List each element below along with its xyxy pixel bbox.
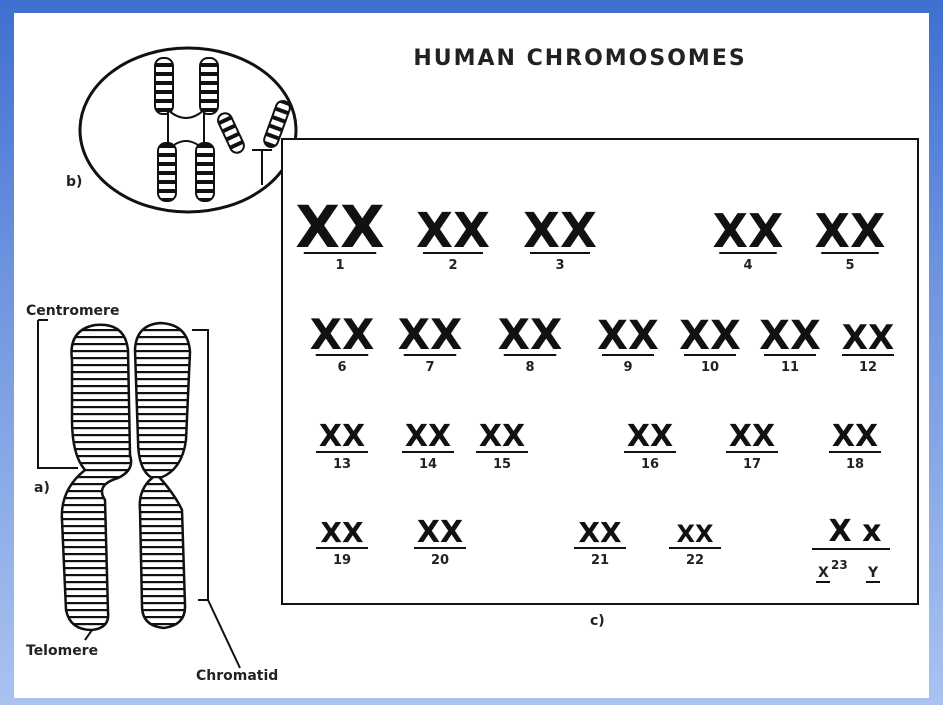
panel-b-closeup <box>80 48 296 212</box>
chromosome-glyph: XX <box>729 419 775 454</box>
sex-chromosome-glyph: X x <box>829 514 882 549</box>
chromosome-glyph: XX <box>578 516 622 549</box>
pair-number-label: 10 <box>701 360 719 375</box>
telomere-label: Telomere <box>26 643 98 659</box>
pair-number-label: 4 <box>743 258 752 273</box>
pair-number-label: 13 <box>333 457 351 472</box>
pair-number-label: 5 <box>845 258 854 273</box>
chromosome-glyph: XX <box>627 419 673 454</box>
sex-y-label: Y <box>867 565 879 581</box>
pair-number-label: 18 <box>846 457 864 472</box>
pair-number-label: 22 <box>686 553 704 568</box>
chromosome-glyph: XX <box>295 193 384 261</box>
pair-number-label: 14 <box>419 457 437 472</box>
pair-number-label: 9 <box>623 360 632 375</box>
pair-number-label: 6 <box>337 360 346 375</box>
chromosome-glyph: XX <box>320 516 364 549</box>
centromere-label: Centromere <box>26 303 119 319</box>
pair-number-label: 8 <box>525 360 534 375</box>
pair-number-label: 21 <box>591 553 609 568</box>
chromosome-glyph: XX <box>416 203 490 259</box>
chromosome-glyph: XX <box>759 313 821 359</box>
pair-number-label: 7 <box>425 360 434 375</box>
sex-x-label: X <box>818 565 829 581</box>
diagram-title: HUMAN CHROMOSOMES <box>413 46 746 71</box>
pair-number-label: 12 <box>859 360 877 375</box>
chromosome-glyph: XX <box>417 515 463 550</box>
panel-a-label: a) <box>34 480 50 496</box>
pair-number-label: 11 <box>781 360 799 375</box>
chromosome-glyph: XX <box>815 204 886 258</box>
pair-number-label: 20 <box>431 553 449 568</box>
pair-number-label: 3 <box>555 258 564 273</box>
panel-c-label: c) <box>590 613 605 629</box>
pair-number-label: 15 <box>493 457 511 472</box>
chromosome-glyph: XX <box>319 419 365 454</box>
chromosome-glyph: XX <box>676 520 714 548</box>
chromosome-glyph: XX <box>832 419 878 454</box>
chromosome-glyph: XX <box>523 203 597 259</box>
pair-number-label: 1 <box>335 258 344 273</box>
chromosome-glyph: XX <box>842 318 894 358</box>
pair-number-label: 17 <box>743 457 761 472</box>
chromosome-glyph: XX <box>498 310 563 359</box>
pair-number-label: 19 <box>333 553 351 568</box>
chromosome-glyph: XX <box>597 313 659 359</box>
panel-b-label: b) <box>66 174 82 190</box>
pair-number-label: 23 <box>831 558 848 572</box>
pair-number-label: 2 <box>448 258 457 273</box>
pair-number-label: 16 <box>641 457 659 472</box>
chromosome-glyph: XX <box>398 310 463 359</box>
chromosome-glyph: XX <box>479 419 525 454</box>
chromosome-glyph: XX <box>405 419 451 454</box>
chromosome-glyph: XX <box>679 313 741 359</box>
chromosome-glyph: XX <box>713 204 784 258</box>
chromatid-label: Chromatid <box>196 668 278 684</box>
chromosome-glyph: XX <box>310 310 375 359</box>
